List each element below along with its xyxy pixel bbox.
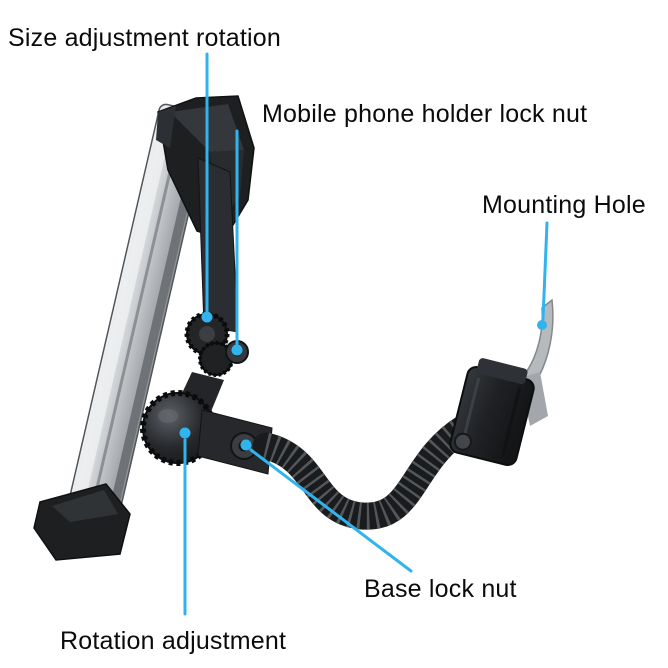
phone-back-edge [100, 115, 209, 552]
dot-mounting-hole [537, 320, 547, 330]
phone-illustration [59, 103, 211, 555]
leader-mounting-hole [541, 221, 549, 321]
size-adjustment-knob [184, 311, 234, 377]
leader-dots [179, 311, 547, 451]
label-rotation-adjustment: Rotation adjustment [60, 627, 287, 655]
label-mounting-hole: Mounting Hole [482, 191, 646, 219]
dot-phone-lock-nut [231, 344, 243, 356]
bottom-clamp-body [33, 483, 131, 561]
leader-lines [183, 52, 549, 616]
label-mobile-phone-holder-lock-nut: Mobile phone holder lock nut [262, 100, 588, 128]
dot-base-lock-nut [240, 439, 252, 451]
base-bolt [453, 432, 472, 451]
dot-rotation-adjustment [179, 427, 191, 439]
leader-base-lock-nut [249, 448, 413, 573]
top-clamp-claw [156, 106, 176, 148]
label-base-lock-nut: Base lock nut [364, 575, 517, 603]
phone-front-edge [64, 109, 175, 542]
dot-size-adjustment [201, 311, 213, 323]
phone-seam-line [82, 113, 185, 545]
gooseneck-arm [252, 414, 478, 530]
label-size-adjustment-rotation: Size adjustment rotation [8, 24, 282, 52]
bottom-clamp-illustration [33, 483, 131, 561]
mount-base-block [449, 358, 535, 467]
bottom-clamp-facet [52, 490, 118, 522]
